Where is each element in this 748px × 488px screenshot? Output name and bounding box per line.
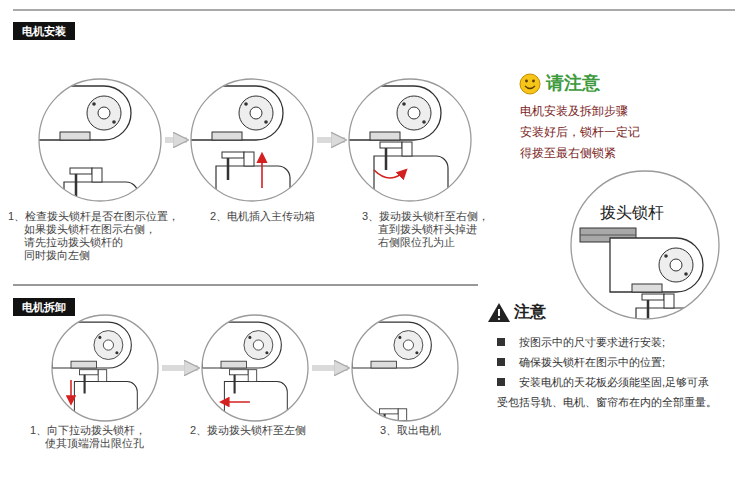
step-circle: 2、电机插入主传动箱: [190, 78, 314, 202]
circle-outline: [348, 78, 472, 202]
step-circle: 1、检查拨头锁杆是否在图示位置， 如果拨头锁杆在图示右侧， 请先拉动拨头锁杆的 …: [38, 78, 162, 202]
notice-heading: 注意: [514, 302, 546, 322]
step-circle: 3、取出电机: [351, 314, 459, 422]
circle-outline: [352, 315, 458, 421]
step-picture: [318, 76, 448, 229]
drive-box: [580, 228, 703, 292]
circle-outline: [201, 314, 309, 422]
step-circle: 1、向下拉动拨头锁杆， 使其顶端滑出限位孔: [51, 314, 159, 422]
circle-outline: [570, 170, 720, 320]
flow-arrow: [312, 365, 348, 371]
warning-triangle: [488, 303, 510, 322]
flow-arrow: [317, 137, 345, 143]
section-tag: 电机安装: [13, 22, 75, 40]
notice-item: 安装电机的天花板必须能坚固,足够可承 受包括导轨、电机、窗帘布在内的全部重量。: [497, 372, 733, 412]
circle-outline: [51, 314, 159, 422]
circle-outline: [38, 78, 162, 202]
drive-box: [8, 76, 131, 140]
step-circle: 2、拨动拨头锁杆至左侧: [201, 314, 309, 422]
circle-outline: [351, 314, 459, 422]
smiley-eye: [525, 80, 528, 83]
warning-icon: [488, 303, 510, 322]
red-arrow: [70, 380, 72, 404]
bullet-square: [497, 338, 505, 346]
circle-outline: [202, 315, 308, 421]
section-title: 电机拆卸: [22, 300, 66, 314]
step-caption: 2、拨动拨头锁杆至左侧: [190, 424, 365, 437]
smiley-face: [520, 74, 540, 94]
step-picture: [327, 314, 438, 483]
step-caption: 1、检查拨头锁杆是否在图示位置， 如果拨头锁杆在图示右侧， 请先拉动拨头锁杆的 …: [8, 210, 224, 262]
detail-circle: 拨头锁杆: [570, 170, 720, 320]
red-arrow: [221, 401, 250, 403]
section-tag: 电机拆卸: [13, 298, 75, 316]
divider-line: [13, 285, 478, 286]
red-arrow: [261, 154, 263, 188]
flow-arrow: [162, 365, 198, 371]
flow-arrow: [165, 137, 187, 143]
red-arrow: [374, 170, 406, 178]
circle-outline: [349, 79, 471, 201]
step-caption: 2、电机插入主传动箱: [210, 210, 376, 223]
section-title: 电机安装: [22, 24, 66, 38]
divider-line: [13, 10, 735, 11]
bullet-square: [497, 358, 505, 366]
warning-dot: [498, 318, 500, 320]
motor: [374, 409, 437, 483]
attention-heading: 请注意: [546, 72, 600, 94]
circle-outline: [190, 78, 314, 202]
circle-outline: [52, 315, 158, 421]
drive-box: [160, 76, 283, 140]
drive-box: [318, 76, 441, 140]
smiley-eye: [532, 80, 535, 83]
smiley-mouth: [525, 86, 535, 89]
step-caption: 3、取出电机: [380, 424, 515, 437]
step-caption: 3、拨动拨头锁杆至右侧， 直到拨头锁杆头掉进 右侧限位孔为止: [362, 210, 538, 249]
warning-mark: [498, 309, 500, 316]
circle-outline: [571, 171, 719, 319]
smiley-icon: [520, 74, 540, 94]
bullet-square: [497, 378, 505, 386]
notice-item: 按图示中的尺寸要求进行安装;: [519, 332, 665, 352]
notice-item: 确保拨头锁杆在图示中的位置;: [519, 352, 665, 372]
circle-outline: [191, 79, 313, 201]
circle-outline: [39, 79, 161, 201]
part-name: 拨头锁杆: [600, 204, 664, 222]
step-circle: 3、拨动拨头锁杆至右侧， 直到拨头锁杆头掉进 右侧限位孔为止: [348, 78, 472, 202]
handwritten-note: 电机安装及拆卸步骤 安装好后，锁杆一定记 得拨至最右侧锁紧: [520, 101, 660, 164]
step-caption: 1、向下拉动拨头锁杆， 使其顶端滑出限位孔: [30, 424, 195, 450]
